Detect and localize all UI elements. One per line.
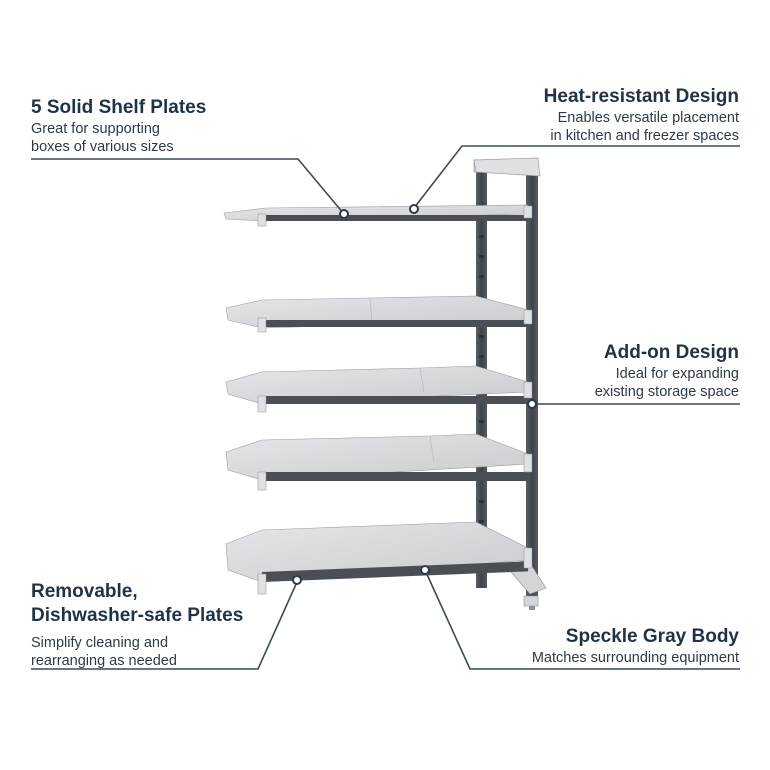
endpoint-dot bbox=[409, 204, 419, 214]
callout-title: Speckle Gray Body bbox=[565, 626, 739, 647]
leader-heat bbox=[413, 145, 740, 209]
callout-desc-line: Great for supporting bbox=[31, 121, 160, 137]
callout-desc-line: existing storage space bbox=[594, 384, 739, 400]
shelf-plate-5 bbox=[225, 521, 533, 595]
callout-shelf-plates: 5 Solid Shelf Plates Great for supportin… bbox=[31, 96, 291, 156]
callout-heat-resistant: Heat-resistant Design Enables versatile … bbox=[419, 85, 739, 145]
callout-desc-line: Enables versatile placement bbox=[557, 110, 739, 126]
leader-shelf-plates bbox=[31, 158, 345, 215]
shelf-plate-2 bbox=[225, 295, 533, 333]
callout-desc-line: boxes of various sizes bbox=[31, 139, 174, 155]
callout-desc-line: Simplify cleaning and bbox=[31, 635, 169, 651]
endpoint-dot bbox=[292, 575, 302, 585]
callout-title: Add-on Design bbox=[603, 342, 739, 363]
endpoint-dot bbox=[420, 565, 430, 575]
endpoint-dot bbox=[527, 399, 537, 409]
leader-removable bbox=[31, 581, 298, 670]
endpoint-dot bbox=[339, 209, 349, 219]
callout-add-on: Add-on Design Ideal for expanding existi… bbox=[479, 341, 739, 401]
shelf-plate-3 bbox=[225, 365, 533, 413]
callout-title: Heat-resistant Design bbox=[543, 86, 739, 107]
leader-speckle bbox=[424, 569, 740, 670]
leader-lines bbox=[31, 145, 740, 670]
shelf-plate-4 bbox=[225, 433, 533, 491]
callout-desc-line: Ideal for expanding bbox=[615, 366, 739, 382]
callout-removable: Removable, Dishwasher-safe Plates Simpli… bbox=[31, 580, 331, 670]
shelf-plate-1 bbox=[223, 204, 533, 227]
leader-endpoints bbox=[292, 204, 537, 585]
callout-title: Dishwasher-safe Plates bbox=[31, 605, 244, 626]
top-cap bbox=[473, 157, 541, 177]
callout-desc-line: Matches surrounding equipment bbox=[531, 650, 739, 666]
callout-desc-line: rearranging as needed bbox=[31, 653, 177, 669]
callout-title: Removable, bbox=[31, 581, 138, 602]
callout-title: 5 Solid Shelf Plates bbox=[31, 97, 207, 118]
callout-speckle-gray: Speckle Gray Body Matches surrounding eq… bbox=[439, 625, 739, 667]
callout-desc-line: in kitchen and freezer spaces bbox=[550, 128, 739, 144]
